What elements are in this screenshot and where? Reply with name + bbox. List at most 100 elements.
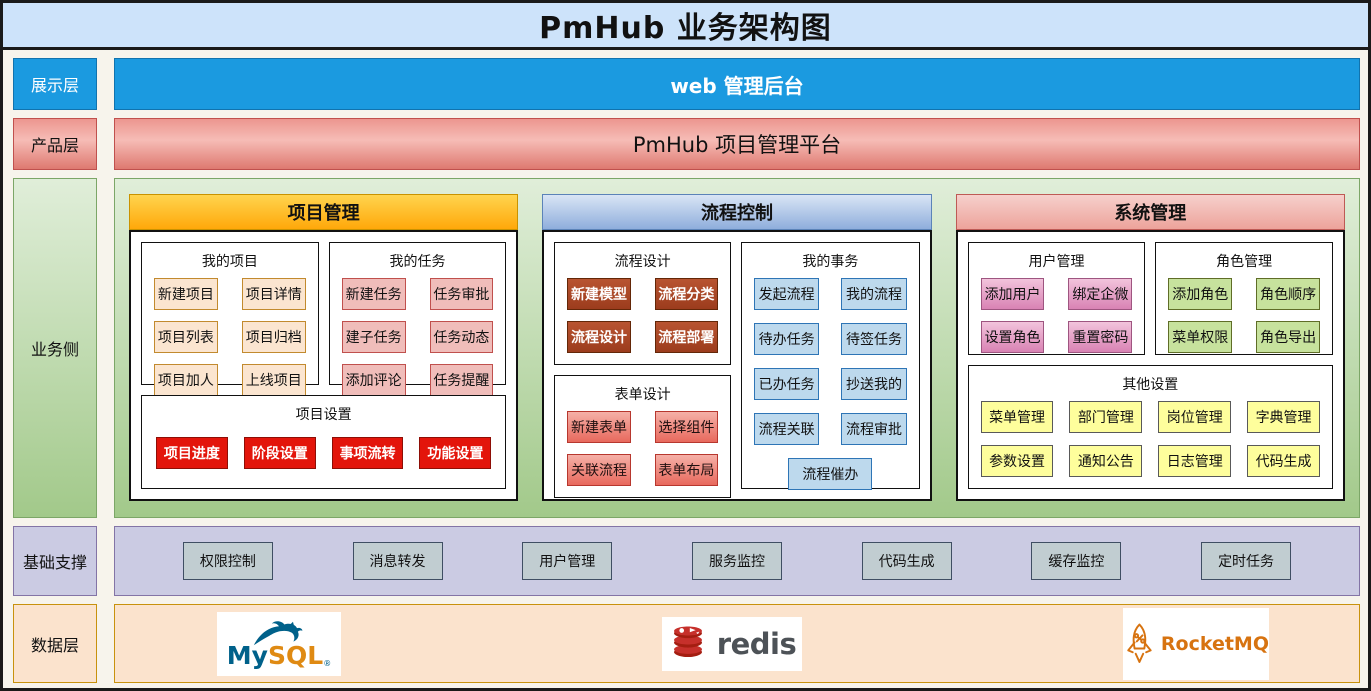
feature-button: 菜单权限 [1168, 321, 1233, 353]
mysql-wordmark: MySQL® [227, 643, 331, 668]
group-title-form-design: 表单设计 [614, 387, 671, 403]
group-role-management: 角色管理 添加角色角色顺序菜单权限角色导出 [1155, 242, 1333, 355]
feature-button: 字典管理 [1247, 401, 1320, 433]
group-my-tasks: 我的任务 新建任务任务审批建子任务任务动态添加评论任务提醒 [328, 242, 507, 396]
process-control-body: 流程设计 新建模型流程分类流程设计流程部署 表单设计 新建表单选择组件关联流程表… [542, 230, 932, 501]
rocketmq-logo: RocketMQ [1123, 607, 1269, 680]
column-system-management: 系统管理 用户管理 添加用户绑定企微设置角色重置密码 角色管理 添加角色角色顺序… [955, 194, 1345, 501]
support-button: 权限控制 [182, 542, 273, 580]
group-title-my-tasks: 我的任务 [389, 254, 446, 270]
group-form-design: 表单设计 新建表单选择组件关联流程表单布局 [554, 375, 731, 498]
feature-button: 通知公告 [1069, 445, 1143, 477]
feature-button: 流程催办 [788, 458, 873, 490]
business-layer-row: 业务侧 项目管理 我的项目 新建项目项目详情项目列表项目归档项目加人上线项目 我… [13, 178, 1360, 518]
support-button: 消息转发 [352, 542, 443, 580]
my-tasks-grid: 新建任务任务审批建子任务任务动态添加评论任务提醒 [330, 275, 506, 407]
feature-button: 项目详情 [241, 278, 306, 310]
feature-button: 功能设置 [419, 437, 492, 469]
data-layer-panel: MySQL® redis [114, 604, 1360, 683]
feature-button: 关联流程 [567, 454, 631, 486]
feature-button: 我的流程 [841, 278, 907, 310]
support-button: 缓存监控 [1031, 542, 1122, 580]
group-title-role-management: 角色管理 [1216, 254, 1273, 270]
support-button: 定时任务 [1201, 542, 1292, 580]
feature-button: 参数设置 [980, 445, 1054, 477]
feature-button: 角色顺序 [1256, 278, 1320, 310]
project-management-top: 我的项目 新建项目项目详情项目列表项目归档项目加人上线项目 我的任务 新建任务任… [141, 242, 507, 396]
feature-button: 事项流转 [331, 437, 404, 469]
group-process-design: 流程设计 新建模型流程分类流程设计流程部署 [554, 242, 731, 365]
group-title-my-projects: 我的项目 [201, 254, 258, 270]
feature-button: 新建表单 [567, 411, 631, 443]
group-other-settings: 其他设置 菜单管理部门管理岗位管理字典管理参数设置通知公告日志管理代码生成 [967, 365, 1333, 489]
pmhub-platform-bar: PmHub 项目管理平台 [114, 118, 1360, 170]
my-affairs-grid: 发起流程我的流程待办任务待签任务已办任务抄送我的流程关联流程审批流程催办 [742, 275, 919, 501]
feature-button: 角色导出 [1256, 321, 1320, 353]
group-title-process-design: 流程设计 [614, 254, 671, 270]
feature-button: 新建项目 [154, 278, 218, 310]
process-design-grid: 新建模型流程分类流程设计流程部署 [555, 275, 730, 364]
rocketmq-wordmark: RocketMQ [1160, 632, 1269, 655]
my-projects-grid: 新建项目项目详情项目列表项目归档项目加人上线项目 [142, 275, 318, 407]
support-layer-row: 基础支撑 权限控制消息转发用户管理服务监控代码生成缓存监控定时任务 [13, 526, 1360, 596]
diagram-rows: 展示层 web 管理后台 产品层 PmHub 项目管理平台 业务侧 项目管理 我… [3, 50, 1368, 688]
mysql-registered-mark: ® [323, 658, 332, 668]
group-project-settings: 项目设置 项目进度阶段设置事项流转功能设置 [141, 395, 507, 489]
feature-button: 流程分类 [654, 278, 718, 310]
feature-button: 菜单管理 [980, 401, 1054, 433]
feature-button: 选择组件 [654, 411, 718, 443]
mysql-logo: MySQL® [217, 611, 341, 676]
product-layer-row: 产品层 PmHub 项目管理平台 [13, 118, 1360, 170]
mysql-wordmark-my: My [226, 640, 268, 670]
feature-button: 设置角色 [980, 321, 1045, 353]
feature-button: 项目归档 [241, 321, 306, 353]
group-user-management: 用户管理 添加用户绑定企微设置角色重置密码 [967, 242, 1146, 355]
feature-button: 新建任务 [341, 278, 406, 310]
group-title-project-settings: 项目设置 [295, 407, 352, 423]
page-title: PmHub 业务架构图 [3, 3, 1368, 50]
feature-button: 表单布局 [654, 454, 718, 486]
display-layer-label: 展示层 [13, 58, 97, 110]
mysql-wordmark-sql: SQL [267, 640, 324, 670]
feature-button: 新建模型 [567, 278, 631, 310]
rocketmq-rocket-icon [1127, 623, 1152, 663]
feature-button: 上线项目 [241, 364, 306, 396]
feature-button: 流程关联 [754, 413, 820, 445]
redis-wordmark: redis [716, 626, 797, 661]
column-process-control: 流程控制 流程设计 新建模型流程分类流程设计流程部署 表单设计 新建表单选择组件… [542, 194, 932, 501]
display-layer-row: 展示层 web 管理后台 [13, 58, 1360, 110]
product-layer-label: 产品层 [13, 118, 97, 170]
column-title-process-control: 流程控制 [542, 194, 932, 230]
feature-button: 部门管理 [1069, 401, 1143, 433]
group-title-user-management: 用户管理 [1028, 254, 1085, 270]
feature-button: 添加评论 [341, 364, 406, 396]
feature-button: 建子任务 [341, 321, 406, 353]
mysql-dolphin-icon [253, 620, 303, 645]
support-layer-label: 基础支撑 [13, 526, 97, 596]
feature-button: 阶段设置 [243, 437, 316, 469]
feature-button: 代码生成 [1247, 445, 1320, 477]
column-title-system-management: 系统管理 [955, 194, 1345, 230]
feature-button: 任务审批 [429, 278, 494, 310]
redis-logo: redis [662, 616, 802, 671]
feature-button: 抄送我的 [841, 368, 907, 400]
data-layer-row: 数据层 MySQL® [13, 604, 1360, 683]
feature-button: 绑定企微 [1068, 278, 1133, 310]
feature-button: 待办任务 [754, 323, 820, 355]
process-control-left: 流程设计 新建模型流程分类流程设计流程部署 表单设计 新建表单选择组件关联流程表… [554, 242, 731, 498]
form-design-grid: 新建表单选择组件关联流程表单布局 [555, 408, 730, 497]
feature-button: 任务提醒 [429, 364, 494, 396]
business-panel: 项目管理 我的项目 新建项目项目详情项目列表项目归档项目加人上线项目 我的任务 … [114, 178, 1360, 518]
web-admin-bar: web 管理后台 [114, 58, 1360, 110]
group-my-affairs: 我的事务 发起流程我的流程待办任务待签任务已办任务抄送我的流程关联流程审批流程催… [741, 242, 920, 490]
support-button: 服务监控 [691, 542, 782, 580]
column-project-management: 项目管理 我的项目 新建项目项目详情项目列表项目归档项目加人上线项目 我的任务 … [129, 194, 519, 501]
role-management-grid: 添加角色角色顺序菜单权限角色导出 [1156, 275, 1332, 364]
feature-button: 流程审批 [841, 413, 907, 445]
support-button: 代码生成 [861, 542, 952, 580]
feature-button: 添加角色 [1168, 278, 1233, 310]
group-title-my-affairs: 我的事务 [802, 254, 859, 270]
project-management-body: 我的项目 新建项目项目详情项目列表项目归档项目加人上线项目 我的任务 新建任务任… [129, 230, 519, 501]
feature-button: 流程设计 [567, 321, 631, 353]
